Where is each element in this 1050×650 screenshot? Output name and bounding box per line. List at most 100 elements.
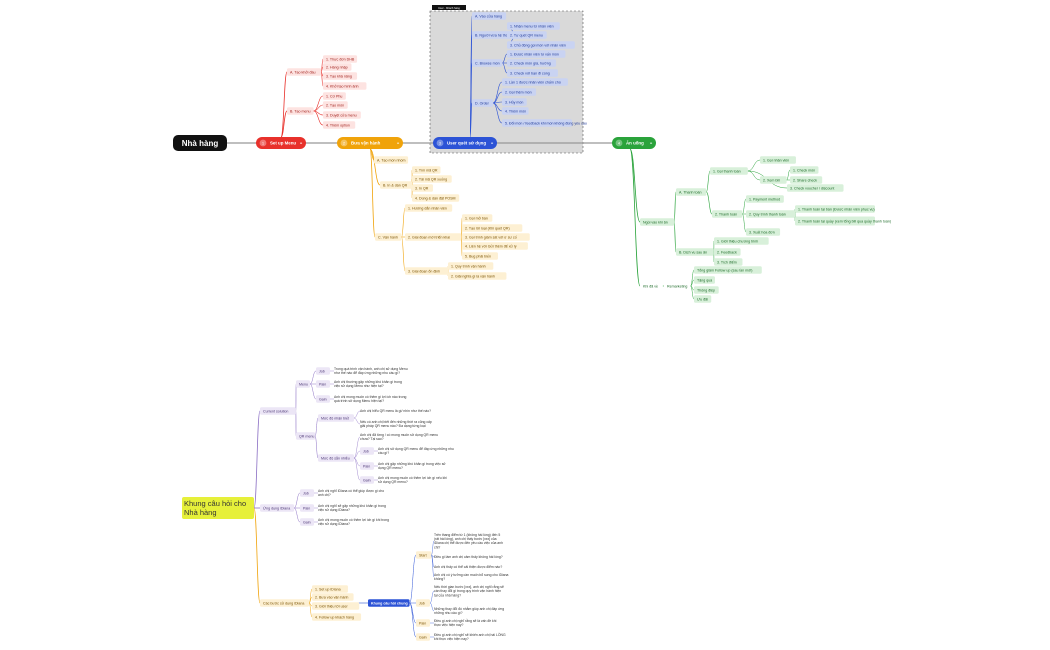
ops-group-node[interactable]: 2. Giai đoạn mới triển khai: [405, 233, 462, 241]
bottom-branch-node[interactable]: Các bước sử dụng iDiana: [260, 599, 310, 607]
eat-item-node[interactable]: 2. Quy trình thanh toán: [746, 210, 796, 218]
tag-node[interactable]: Pain: [360, 462, 374, 470]
bottom-sub-node[interactable]: Menu: [296, 380, 310, 388]
ops-item-node[interactable]: 2. Giải nghĩa gì là vận hành: [448, 272, 507, 280]
menu-item-node[interactable]: 1. Cơ Phụ: [323, 92, 346, 100]
ops-item-node[interactable]: 1. Gọi mở bàn: [462, 214, 493, 222]
tag-node[interactable]: Pain: [300, 504, 314, 512]
question-text: Anh chị có ý tưởng cần muốn bổ sung cho …: [434, 573, 509, 581]
eat-item-node[interactable]: 2. Feedback: [714, 248, 741, 256]
eat-main-node[interactable]: Ngồi vào khi ăn: [640, 218, 675, 226]
eat-group-node[interactable]: Remarketing: [664, 282, 691, 290]
eat-item-node[interactable]: 1. Thanh toán tại bàn (Được nhân viên ph…: [795, 205, 875, 213]
step-node[interactable]: 3. Giới thiệu tới user: [312, 602, 360, 610]
eat-item-node[interactable]: 1. Check món: [790, 166, 819, 174]
user-item-node[interactable]: 4. Thêm món: [502, 107, 529, 115]
tag-node[interactable]: Pain: [316, 380, 330, 388]
menu-group-node[interactable]: A. Tạo khởi đầu: [287, 68, 322, 76]
eat-item-node[interactable]: Tổng giảm Follow up (sau lần mới): [694, 266, 762, 274]
tag-node[interactable]: Job: [416, 599, 430, 607]
bottom-branch-node[interactable]: Current solution: [260, 407, 296, 415]
tag-node[interactable]: Gain: [316, 395, 330, 403]
eat-item-node[interactable]: 1. Giới thiệu chương trình: [714, 237, 769, 245]
user-group-node[interactable]: B. Người vừa hệ thống: [472, 31, 518, 39]
tag-node[interactable]: Job: [316, 367, 330, 375]
user-item-node[interactable]: 2. Tự quét QR menu: [507, 31, 547, 39]
menu-item-node[interactable]: 2. Tạo món: [323, 101, 348, 109]
eat-item-node[interactable]: 3. Check voucher / discount: [787, 184, 844, 192]
eat-item-node[interactable]: Thông điệp: [694, 286, 719, 294]
root-node[interactable]: Nhà hàng: [173, 135, 227, 151]
node-box: [760, 176, 787, 184]
step-node[interactable]: 1. Set up iDiana: [312, 585, 348, 593]
tag-node[interactable]: Pain: [416, 619, 430, 627]
menu-item-node[interactable]: 3. Tạo khả năng: [323, 72, 358, 80]
menu-item-node[interactable]: 4. Khởi tạo hình ảnh: [323, 82, 367, 90]
menu-item-node[interactable]: 3. Duyệt cửa menu: [323, 111, 361, 119]
user-item-node[interactable]: 1. Được nhân viên tư vấn món: [507, 50, 566, 58]
tag-node[interactable]: Gain: [360, 476, 374, 484]
menu-item-node[interactable]: 4. Thêm option: [323, 121, 356, 129]
eat-item-node[interactable]: 2. Thanh toán: [712, 210, 743, 218]
eat-item-node[interactable]: 3. Xuất hóa đơn: [746, 228, 781, 236]
ops-item-node[interactable]: 5. Bug phải biến: [462, 252, 498, 260]
tag-node[interactable]: Gain: [300, 518, 314, 526]
ops-group-node[interactable]: B. In & dán QR: [380, 181, 413, 189]
tag-node[interactable]: Mức độ nhận biết: [318, 414, 354, 422]
user-item-node[interactable]: 1. Nhận menu từ nhân viên: [507, 22, 560, 30]
menu-item-node[interactable]: 2. Hàng nhập: [323, 63, 352, 71]
node-label: 1. Check món: [793, 168, 815, 172]
menu-item-node[interactable]: 1. Thực đơn DHB: [323, 55, 358, 63]
ops-item-node[interactable]: 1. Tìm mã QR: [412, 166, 441, 174]
user-item-node[interactable]: 3. Check với bạn đi cùng: [507, 69, 558, 77]
eat-item-node[interactable]: 1. Payment method: [746, 195, 784, 203]
user-item-node[interactable]: 2. Check món giá, hướng: [507, 59, 557, 67]
eat-group-node[interactable]: A. Thanh toán: [676, 188, 707, 196]
ops-item-node[interactable]: 3. Gọi trình giám sát với ứ sự cố: [462, 233, 530, 241]
user-item-node[interactable]: 3. Hủy món: [502, 98, 527, 106]
eat-group-node[interactable]: Khi đã về: [640, 282, 663, 290]
ops-item-node[interactable]: 3. In QR: [412, 184, 433, 192]
ops-item-node[interactable]: 1. Hướng dẫn nhân viên: [405, 204, 453, 212]
ops-group-node[interactable]: 3. Giai đoạn ổn định: [405, 267, 449, 275]
ops-item-node[interactable]: 1. Quy trình vận hành: [448, 262, 494, 270]
ops-item-node[interactable]: A. Tạo món nhóm: [374, 156, 409, 164]
eat-item-node[interactable]: 2. Xem bill: [760, 176, 787, 184]
ops-item-node[interactable]: 2. Tải mã QR xuống: [412, 175, 452, 183]
flow-node[interactable]: Khung câu hỏi chung: [368, 599, 410, 607]
ops-group-node[interactable]: C. Vận hành: [375, 233, 402, 241]
tag-node[interactable]: Start: [416, 551, 432, 559]
user-group-node[interactable]: D. Order: [472, 99, 493, 107]
eat-item-node[interactable]: Ưu đãi: [694, 295, 712, 303]
tag-node[interactable]: Gain: [416, 633, 430, 641]
eat-item-node[interactable]: Tặng quà: [694, 276, 715, 284]
eat-item-node[interactable]: 3. Tích điểm: [714, 258, 743, 266]
ops-item-node[interactable]: 2. Tạo lời loại (Khi quét QR): [462, 224, 523, 232]
tag-node[interactable]: Job: [300, 489, 314, 497]
eat-item-node[interactable]: 2. Share check: [790, 176, 823, 184]
tag-node[interactable]: Mức độ sẵn nhiễu: [318, 454, 354, 462]
user-item-node[interactable]: 3. Chủ động gọi món với nhân viên: [507, 41, 575, 49]
eat-group-node[interactable]: B. Dịch vụ sau ăn: [676, 248, 714, 256]
step-node[interactable]: 2. Bưa vào vận hành: [312, 593, 354, 601]
tag-node[interactable]: Job: [360, 447, 374, 455]
step-node[interactable]: 4. Follow up khách hàng: [312, 613, 362, 621]
eat-item-node[interactable]: 1. Gọi nhân viên: [760, 156, 796, 164]
user-item-node[interactable]: 2. Gọi thêm món: [502, 88, 537, 96]
user-group-node[interactable]: C. Browse món: [472, 59, 503, 67]
bottom-sub-node[interactable]: QR menu: [296, 432, 316, 440]
bottom-branch-node[interactable]: Ứng dụng iDiana: [260, 504, 295, 512]
menu-group-node[interactable]: B. Tạo menu: [287, 107, 314, 115]
user-item-node[interactable]: 1. Lần 1 được nhân viên chấm chú: [502, 78, 568, 86]
eat-item-node[interactable]: 1. Gọi thanh toán: [710, 167, 748, 175]
user-item-node[interactable]: 5. Đổi món / feedback khi món không đúng…: [502, 119, 587, 127]
ops-item-node[interactable]: 4. Dùng & dán đặt POSM: [412, 194, 460, 202]
eat-item-node[interactable]: 2. Thanh toán tại quầy (xem tổng bill qu…: [795, 216, 891, 226]
ops-item-node[interactable]: 4. Liên hệ với Gửi thêm để xử lý: [462, 242, 528, 250]
user-group-node[interactable]: A. Vào cửa hàng: [472, 12, 507, 20]
